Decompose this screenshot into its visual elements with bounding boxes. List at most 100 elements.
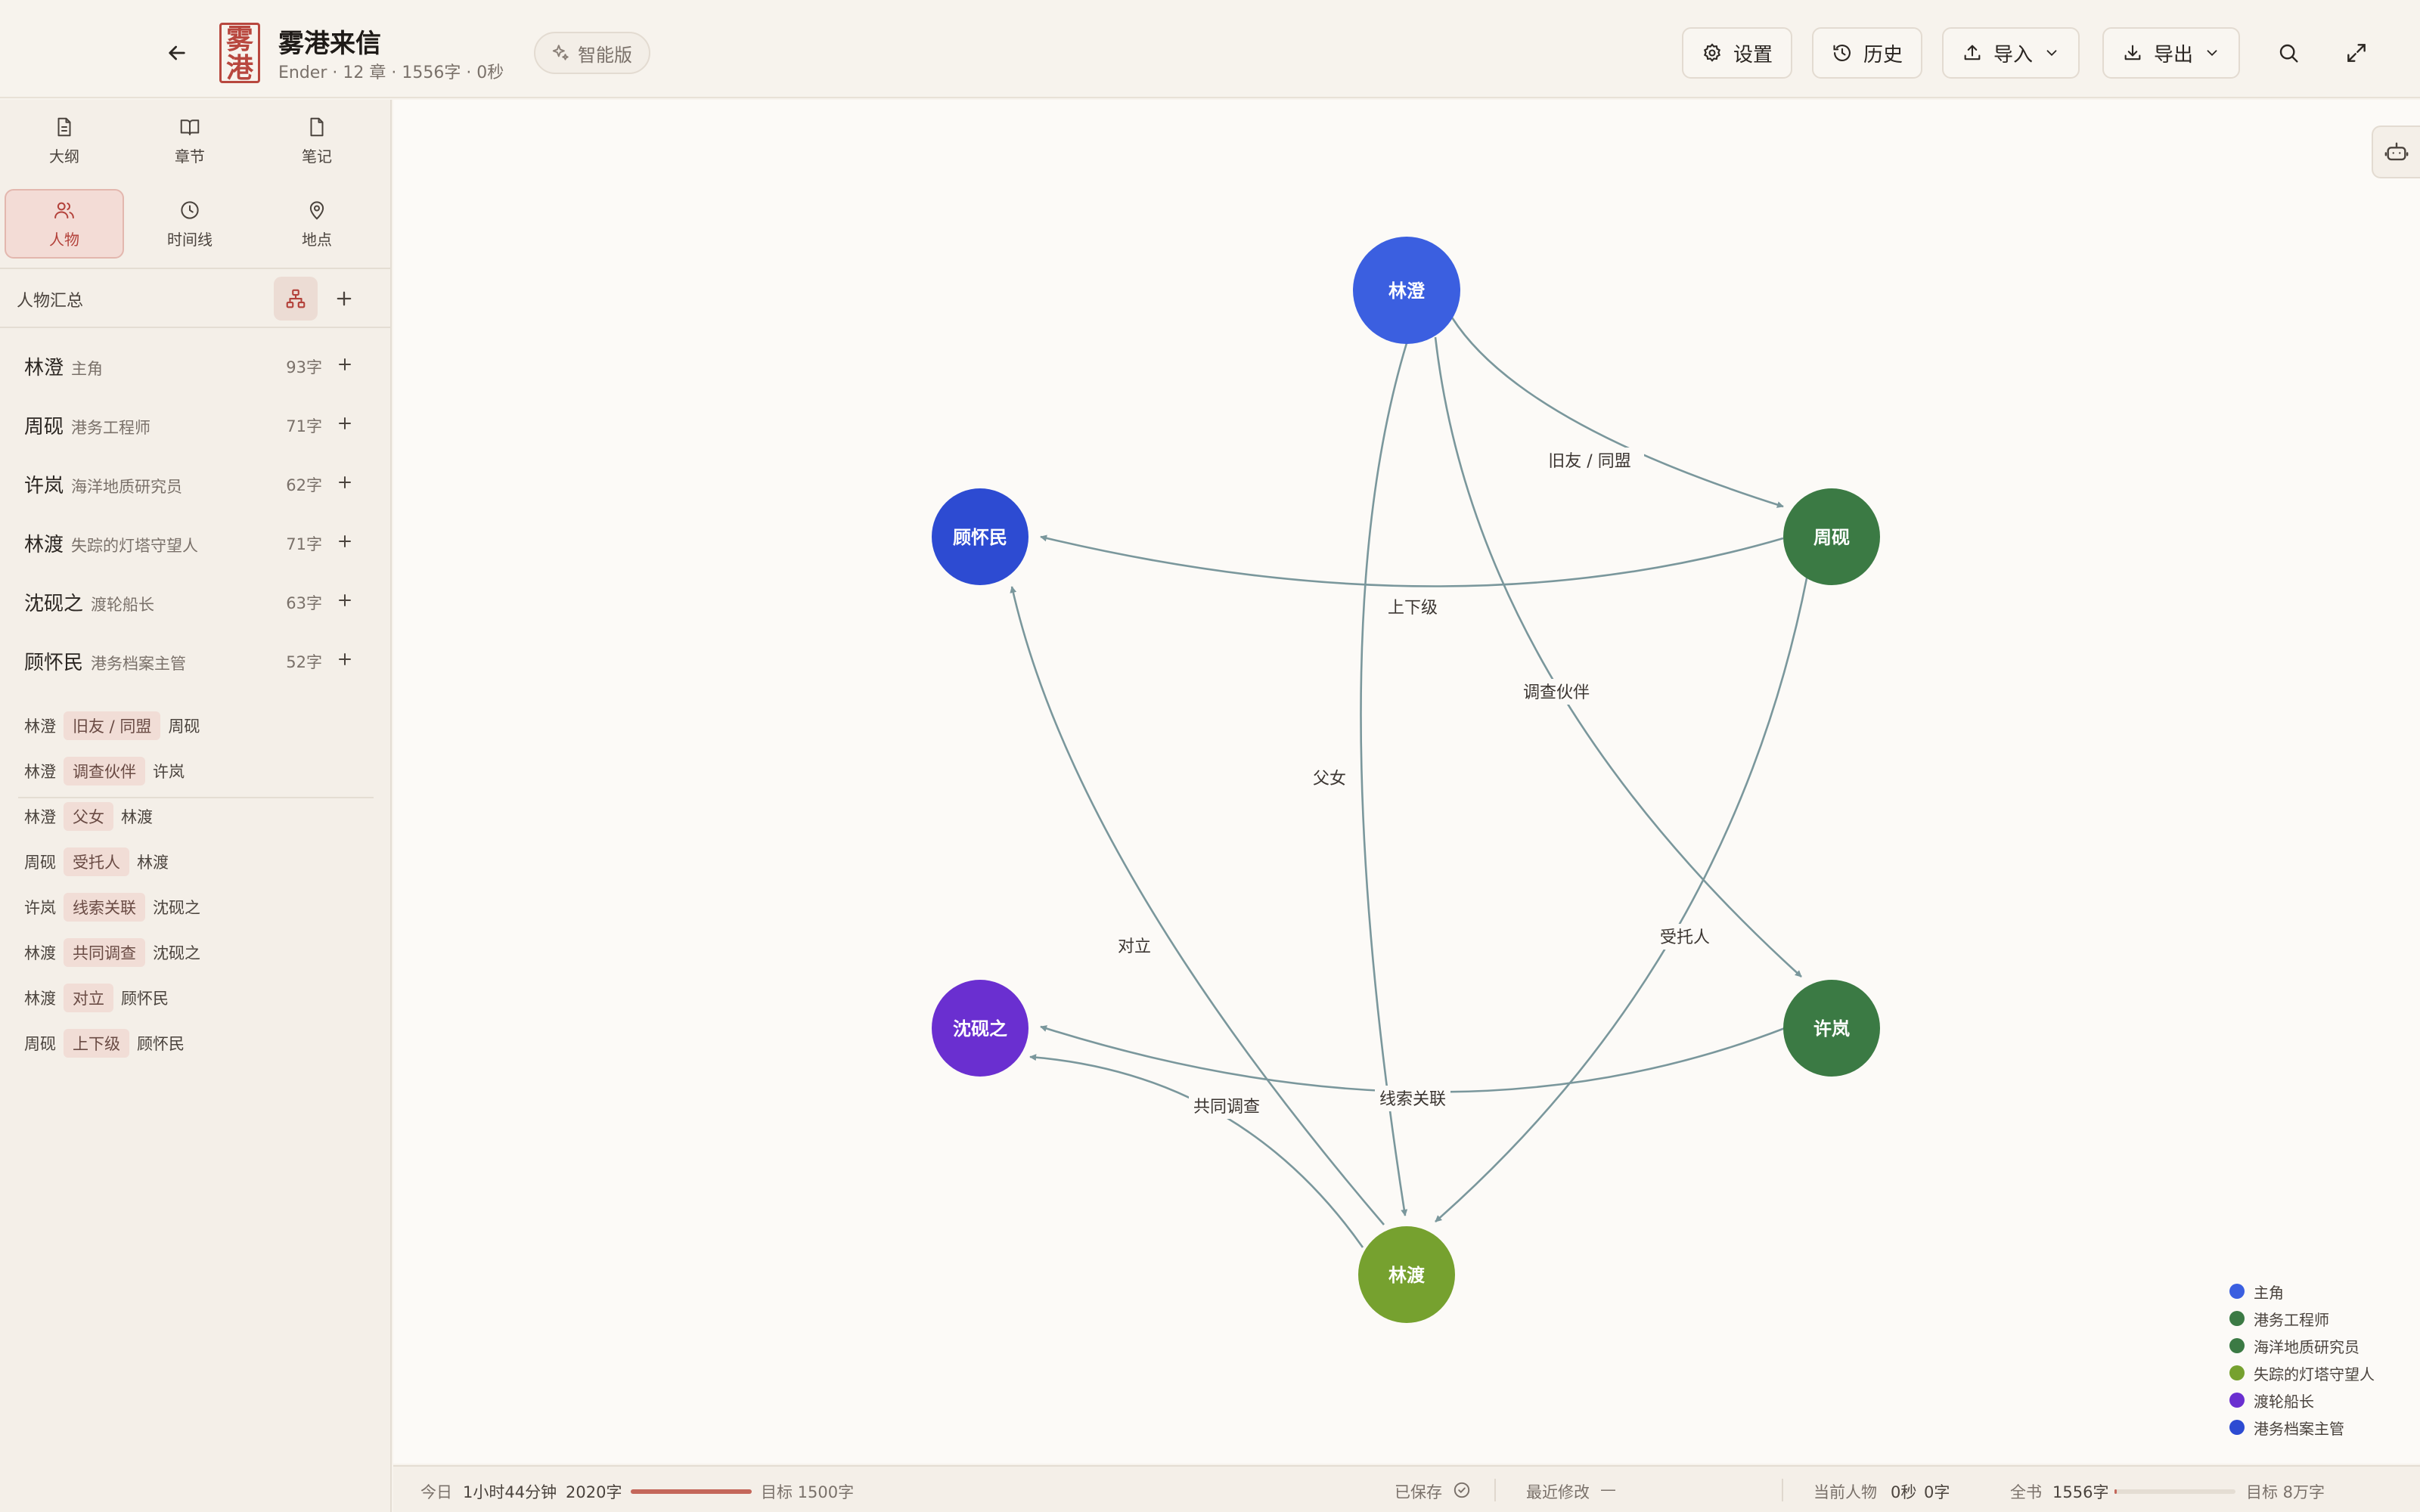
nav-characters[interactable]: 人物	[5, 189, 124, 259]
add-character-note-button[interactable]	[336, 346, 354, 380]
character-word-count: 71字	[286, 535, 322, 553]
legend-swatch	[2229, 1420, 2245, 1435]
character-name: 林澄	[24, 357, 64, 380]
arrow-left-icon	[169, 45, 185, 60]
network-icon	[286, 289, 306, 308]
graph-node-zhouyan[interactable]	[1783, 488, 1880, 585]
relation-row[interactable]: 林渡 对立 顾怀民	[24, 983, 169, 1013]
character-name: 周砚	[24, 416, 64, 438]
relationship-graph-toggle[interactable]	[274, 277, 318, 321]
relation-row[interactable]: 林澄 父女 林渡	[24, 801, 153, 832]
today-progress-bar	[631, 1489, 752, 1494]
search-button[interactable]	[2266, 30, 2311, 76]
edge-label-bg	[1189, 1093, 1264, 1119]
app-logo: 雾港	[219, 23, 260, 83]
relation-tag: 线索关联	[64, 893, 145, 922]
relation-to: 林渡	[121, 808, 153, 826]
edge-label: 调查伙伴	[1523, 683, 1590, 702]
relation-to: 顾怀民	[137, 1035, 185, 1053]
edge-label: 受托人	[1660, 928, 1710, 947]
graph-edge[interactable]	[1434, 336, 1802, 978]
character-row[interactable]: 林渡失踪的灯塔守望人 71字	[0, 513, 375, 572]
graph-edge[interactable]	[1360, 342, 1408, 1216]
search-icon	[2279, 44, 2298, 63]
plus-icon	[339, 594, 351, 606]
gear-icon	[1703, 43, 1721, 62]
relation-tag: 共同调查	[64, 938, 145, 967]
character-word-count: 63字	[286, 594, 322, 612]
today-words: 2020字	[566, 1483, 622, 1501]
plus-icon	[339, 417, 351, 429]
character-role: 港务档案主管	[91, 655, 187, 673]
back-button[interactable]	[156, 35, 198, 71]
relation-row[interactable]: 林澄 旧友 / 同盟 周砚	[24, 711, 200, 741]
save-status: 已保存	[1395, 1483, 1442, 1501]
nav-chapters[interactable]: 章节	[130, 106, 250, 175]
relationship-graph: 旧友 / 同盟 上下级 调查伙伴 父女 受托人 对立 线索关联 共同调查 林澄 …	[932, 237, 1880, 1323]
legend-swatch	[2229, 1393, 2245, 1408]
today-progress-fill	[631, 1489, 752, 1494]
relation-tag: 上下级	[64, 1029, 129, 1058]
graph-node-shenyanzhi[interactable]	[932, 980, 1028, 1077]
edge-label-bg	[1308, 765, 1351, 791]
graph-edge[interactable]	[1010, 586, 1385, 1225]
add-character-note-button[interactable]	[336, 523, 354, 556]
download-icon	[2124, 45, 2141, 60]
nav-notes[interactable]: 笔记	[257, 106, 377, 175]
graph-node-guhuaimin[interactable]	[932, 488, 1028, 585]
relation-row[interactable]: 周砚 上下级 顾怀民	[24, 1028, 185, 1058]
add-character-note-button[interactable]	[336, 405, 354, 438]
relationship-graph-canvas[interactable]: 旧友 / 同盟 上下级 调查伙伴 父女 受托人 对立 线索关联 共同调查 林澄 …	[393, 100, 2420, 1464]
character-row[interactable]: 沈砚之渡轮船长 63字	[0, 572, 375, 631]
add-character-note-button[interactable]	[336, 464, 354, 497]
export-button[interactable]: 导出	[2102, 27, 2241, 79]
add-character-note-button[interactable]	[336, 582, 354, 615]
nav-timeline[interactable]: 时间线	[130, 189, 250, 259]
graph-edge[interactable]	[1450, 317, 1784, 508]
relation-row[interactable]: 林澄 调查伙伴 许岚	[24, 756, 185, 786]
add-character-note-button[interactable]	[336, 641, 354, 674]
relation-row[interactable]: 林渡 共同调查 沈砚之	[24, 937, 200, 968]
legend-swatch	[2229, 1311, 2245, 1326]
edge-label-bg	[1535, 448, 1644, 473]
today-label: 今日	[420, 1483, 452, 1501]
today-goal: 目标 1500字	[761, 1483, 855, 1501]
relation-tag: 受托人	[64, 847, 129, 876]
separator	[1494, 1479, 1496, 1501]
nav-outline[interactable]: 大纲	[5, 106, 124, 175]
nav-locations[interactable]: 地点	[257, 189, 377, 259]
settings-button[interactable]: 设置	[1682, 27, 1793, 79]
graph-legend: 主角 港务工程师 海洋地质研究员 失踪的灯塔守望人 渡轮船长 港务档案主管	[2229, 1278, 2375, 1441]
book-words: 1556字	[2052, 1483, 2109, 1501]
relation-from: 林渡	[24, 990, 56, 1008]
relation-from: 林澄	[24, 808, 56, 826]
history-button[interactable]: 历史	[1812, 27, 1923, 79]
graph-node-label: 沈砚之	[953, 1018, 1007, 1040]
edge-label-bg	[1519, 679, 1596, 705]
character-row[interactable]: 顾怀民港务档案主管 52字	[0, 631, 375, 689]
add-character-button[interactable]	[325, 277, 363, 321]
graph-node-label: 林澄	[1388, 280, 1426, 302]
graph-node-label: 顾怀民	[953, 527, 1007, 548]
expand-icon	[2347, 44, 2366, 62]
book-progress-fill	[2114, 1489, 2118, 1494]
relation-row[interactable]: 周砚 受托人 林渡	[24, 847, 169, 877]
today-time: 1小时44分钟	[463, 1483, 557, 1501]
character-row[interactable]: 许岚海洋地质研究员 62字	[0, 454, 375, 513]
graph-node-lincheng[interactable]	[1353, 237, 1460, 344]
character-row[interactable]: 周砚港务工程师 71字	[0, 395, 375, 454]
last-modified-value: —	[1600, 1480, 1616, 1498]
character-summary-header: 人物汇总	[0, 268, 390, 328]
smart-edition-badge[interactable]: 智能版	[534, 32, 650, 74]
graph-node-lindu[interactable]	[1358, 1226, 1455, 1323]
ai-assistant-tab[interactable]	[2372, 125, 2420, 178]
sparkle-icon	[552, 45, 569, 60]
graph-node-xulan[interactable]	[1783, 980, 1880, 1077]
graph-edge[interactable]	[1040, 534, 1784, 587]
character-row[interactable]: 林澄主角 93字	[0, 336, 375, 395]
character-name: 许岚	[24, 475, 64, 497]
relation-row[interactable]: 许岚 线索关联 沈砚之	[24, 892, 200, 922]
fullscreen-button[interactable]	[2334, 30, 2379, 76]
graph-edge[interactable]	[1435, 574, 1809, 1222]
import-button[interactable]: 导入	[1942, 27, 2080, 79]
